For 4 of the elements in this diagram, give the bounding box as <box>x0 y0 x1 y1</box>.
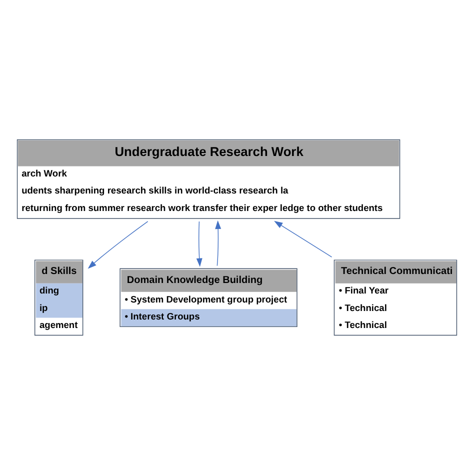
arrow <box>215 220 222 266</box>
arrow <box>196 220 202 266</box>
arrow <box>88 220 148 268</box>
arrow <box>274 220 332 257</box>
